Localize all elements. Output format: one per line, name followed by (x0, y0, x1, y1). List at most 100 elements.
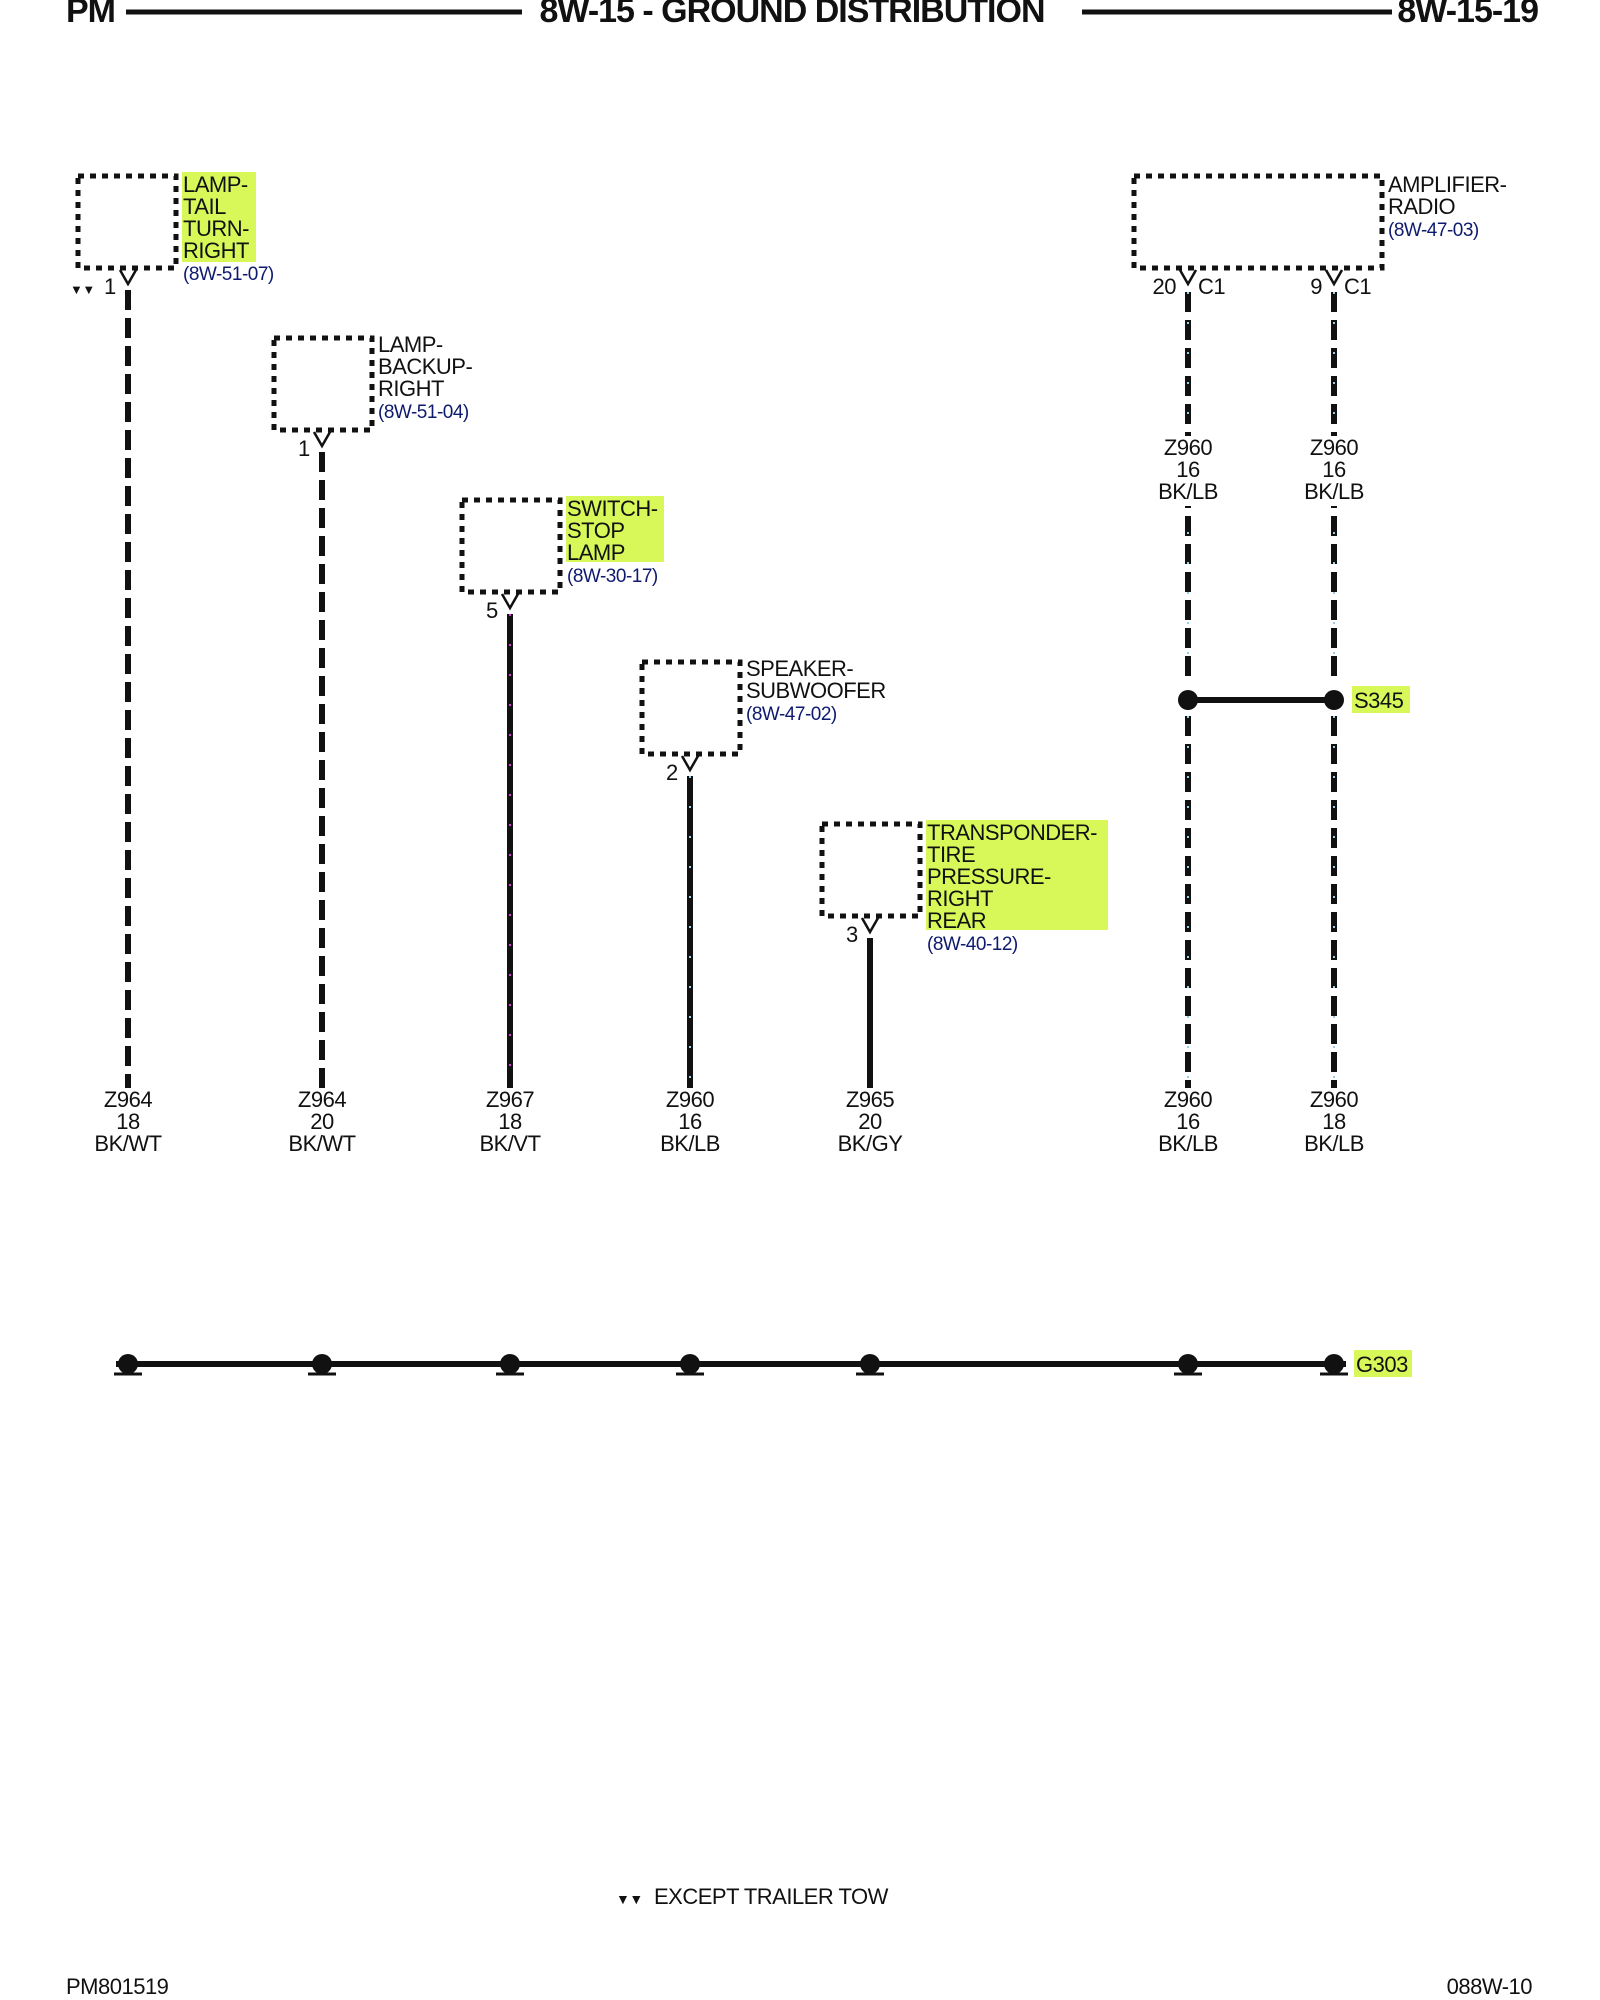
connector-pin-icon (1178, 269, 1198, 287)
wire-gauge: 16 (1176, 1109, 1200, 1134)
header-right: 8W-15-19 (1397, 0, 1538, 30)
wire-gauge: 18 (498, 1109, 522, 1134)
ground-terminal (856, 1354, 884, 1376)
component-label-line: TAIL (183, 194, 226, 219)
page-title: 8W-15 - GROUND DISTRIBUTION (540, 0, 1045, 30)
component-label-line: BACKUP- (378, 354, 472, 379)
splice-highlight (1352, 686, 1410, 713)
wire-circuit: Z964 (298, 1087, 346, 1112)
ground-g303[interactable]: G303 (114, 1350, 1412, 1377)
component-lamp-backup-right[interactable]: LAMP- BACKUP- RIGHT (8W-51-04) 1 (271, 332, 473, 461)
wire-labels-lower: Z964 18 BK/WT Z964 20 BK/WT Z967 18 BK/V… (94, 1087, 1366, 1158)
wire-color: BK/LB (1158, 479, 1218, 504)
ground-terminal (496, 1354, 524, 1376)
component-ref: (8W-30-17) (567, 566, 658, 587)
wire-color: BK/LB (1304, 479, 1364, 504)
wire-gauge: 20 (310, 1109, 334, 1134)
component-speaker-subwoofer[interactable]: SPEAKER- SUBWOOFER (8W-47-02) 2 (639, 656, 886, 785)
wire-color: BK/WT (288, 1131, 355, 1156)
component-box (75, 173, 179, 271)
ground-terminal (1174, 1354, 1202, 1376)
wire-labels-upper: Z960 16 BK/LB Z960 16 BK/LB (1156, 435, 1366, 506)
ground-label: G303 (1356, 1352, 1408, 1377)
splice-s345[interactable]: S345 (1178, 686, 1410, 713)
component-label-line: LAMP- (378, 332, 443, 357)
component-label-line: RIGHT (927, 886, 993, 911)
pin-number: 1 (298, 436, 310, 461)
wire-gauge: 16 (678, 1109, 702, 1134)
component-ref: (8W-47-03) (1388, 220, 1479, 241)
component-label-line: PRESSURE- (927, 864, 1051, 889)
wire-gauge: 16 (1322, 457, 1346, 482)
wires (125, 290, 1337, 1092)
component-highlight (566, 496, 664, 562)
component-ref: (8W-51-04) (378, 402, 469, 423)
wire-circuit: Z960 (666, 1087, 714, 1112)
component-label-line: RIGHT (183, 238, 249, 263)
ground-terminals (114, 1354, 1348, 1376)
component-label-line: TIRE (927, 842, 975, 867)
splice-dot-right (1324, 690, 1344, 710)
pin-number: 3 (846, 922, 858, 947)
component-label-line: SPEAKER- (746, 656, 853, 681)
component-ref: (8W-40-12) (927, 934, 1018, 955)
wire-gauge: 18 (116, 1109, 140, 1134)
component-amplifier-radio[interactable]: AMPLIFIER- RADIO (8W-47-03) 20 C1 9 C1 (1131, 172, 1507, 299)
wire-color: BK/LB (1158, 1131, 1218, 1156)
ground-highlight (1354, 1350, 1412, 1377)
wire-color: BK/LB (1304, 1131, 1364, 1156)
wire-color: BK/GY (838, 1131, 904, 1156)
component-highlight (182, 172, 256, 262)
wire-gauge: 16 (1176, 457, 1200, 482)
component-transponder-tire-pressure[interactable]: TRANSPONDER- TIRE PRESSURE- RIGHT REAR (… (819, 820, 1108, 955)
pin-number: 1 (104, 274, 116, 299)
wire-gauge: 20 (858, 1109, 882, 1134)
component-label-line: LAMP- (183, 172, 248, 197)
pin-number: 5 (486, 598, 498, 623)
component-box (819, 821, 923, 919)
component-box (271, 335, 375, 433)
footnote-symbol: ▼▼ (616, 1891, 643, 1907)
component-label-line: SUBWOOFER (746, 678, 886, 703)
component-label-line: LAMP (567, 540, 625, 565)
component-label-line: TRANSPONDER- (927, 820, 1097, 845)
component-label-line: SWITCH- (567, 496, 658, 521)
component-lamp-tail-turn-right[interactable]: LAMP- TAIL TURN- RIGHT (8W-51-07) ▼▼ 1 (70, 172, 274, 299)
component-label-line: RADIO (1388, 194, 1456, 219)
footer-left: PM801519 (66, 1974, 169, 1999)
connector-id: C1 (1198, 274, 1225, 299)
wire-label: Z960 18 BK/LB (1302, 1087, 1366, 1158)
component-label-line: STOP (567, 518, 625, 543)
connector-pin-icon (118, 269, 138, 287)
connector-pin-icon (500, 593, 520, 611)
component-label-line: REAR (927, 908, 986, 933)
wire-label: Z960 16 BK/LB (658, 1087, 722, 1158)
component-box (639, 659, 743, 757)
wire-label: Z964 18 BK/WT (94, 1087, 162, 1158)
component-ref: (8W-51-07) (183, 264, 274, 285)
wire-circuit: Z965 (846, 1087, 894, 1112)
ground-terminal (1320, 1354, 1348, 1376)
component-label-line: AMPLIFIER- (1388, 172, 1507, 197)
wire-label: Z967 18 BK/VT (478, 1087, 542, 1158)
wire-color: BK/WT (94, 1131, 161, 1156)
pin-number: 2 (666, 760, 678, 785)
wire-color: BK/LB (660, 1131, 720, 1156)
component-highlight (926, 820, 1108, 930)
connector-pin-icon (860, 917, 880, 935)
component-label-line: RIGHT (378, 376, 444, 401)
wire-circuit: Z960 (1164, 435, 1212, 460)
wire-label: Z964 20 BK/WT (288, 1087, 356, 1158)
footnote-marker: ▼▼ (70, 282, 95, 297)
page-header: PM 8W-15 - GROUND DISTRIBUTION 8W-15-19 (66, 0, 1539, 30)
connector-id: C1 (1344, 274, 1371, 299)
wire-circuit: Z967 (486, 1087, 534, 1112)
wire-circuit: Z960 (1310, 1087, 1358, 1112)
component-switch-stop-lamp[interactable]: SWITCH- STOP LAMP (8W-30-17) 5 (459, 496, 664, 623)
footnote: ▼▼ EXCEPT TRAILER TOW (616, 1884, 889, 1909)
pin-number: 9 (1310, 274, 1322, 299)
component-label-line: TURN- (183, 216, 249, 241)
wire-label: Z960 16 BK/LB (1302, 435, 1366, 506)
splice-label: S345 (1354, 688, 1404, 713)
